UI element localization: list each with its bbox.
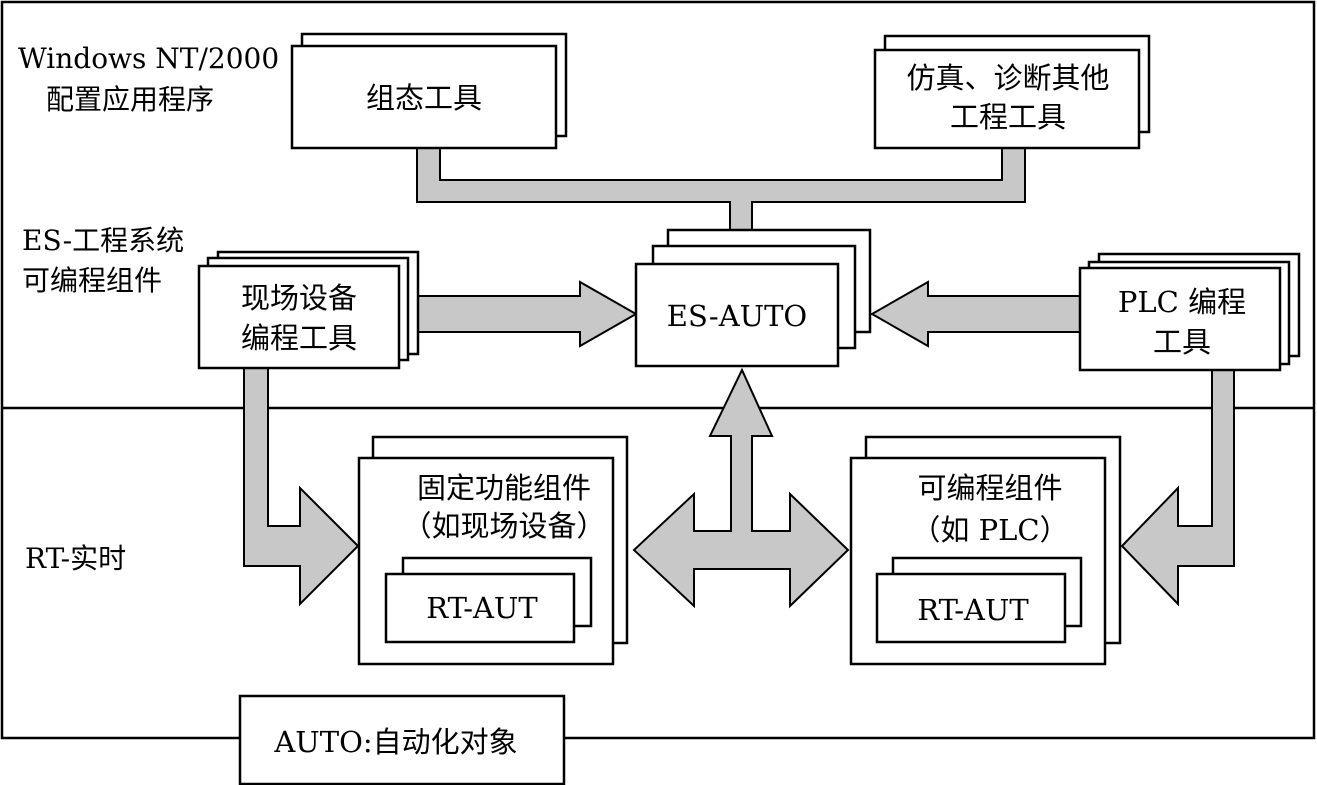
zone-label-windows: Windows NT/2000	[18, 42, 279, 75]
arrow-field-to-es-auto	[417, 280, 639, 348]
programmable-component-label-2: （如 PLC）	[911, 513, 1068, 547]
legend-auto-label: AUTO:自动化对象	[273, 725, 517, 759]
arrow-plc-to-programmable	[1120, 369, 1235, 607]
es-auto-box: ES-AUTO	[634, 228, 872, 368]
simulation-tool-label-1: 仿真、诊断其他	[906, 61, 1109, 95]
programmable-component-box: 可编程组件 （如 PLC） RT-AUT	[849, 435, 1122, 666]
plc-tool-box: PLC 编程 工具	[1078, 252, 1301, 372]
zone-label-rt: RT-实时	[25, 542, 126, 575]
zone-label-programmable: 可编程组件	[22, 264, 162, 297]
field-device-tool-box: 现场设备 编程工具	[197, 250, 420, 370]
arrow-rt-bus-to-es-auto	[632, 367, 850, 609]
arrow-plc-to-es-auto	[869, 280, 1083, 348]
es-auto-label: ES-AUTO	[667, 299, 807, 333]
field-device-tool-label-1: 现场设备	[241, 281, 357, 315]
config-tool-box: 组态工具	[290, 32, 568, 150]
simulation-tool-box: 仿真、诊断其他 工程工具	[873, 34, 1151, 150]
outer-frame	[0, 0, 1316, 740]
fixed-function-label-1: 固定功能组件	[417, 471, 591, 505]
rt-aut-right-label: RT-AUT	[917, 593, 1029, 627]
fixed-function-label-2: （如现场设备）	[402, 509, 605, 543]
arrow-field-to-fixed	[243, 367, 360, 607]
programmable-component-label-1: 可编程组件	[917, 471, 1062, 505]
zone-label-es: ES-工程系统	[22, 224, 184, 257]
zone-label-config-apps: 配置应用程序	[46, 83, 214, 116]
simulation-tool-label-2: 工程工具	[950, 100, 1066, 134]
plc-tool-label-1: PLC 编程	[1118, 285, 1246, 319]
fixed-function-component-box: 固定功能组件 （如现场设备） RT-AUT	[357, 435, 629, 666]
plc-tool-label-2: 工具	[1153, 325, 1211, 359]
field-device-tool-label-2: 编程工具	[241, 321, 357, 355]
rt-aut-left-label: RT-AUT	[426, 591, 538, 625]
config-tool-label: 组态工具	[366, 81, 482, 115]
connector-top-tools	[416, 147, 1026, 233]
legend-box: AUTO:自动化对象	[238, 694, 566, 785]
